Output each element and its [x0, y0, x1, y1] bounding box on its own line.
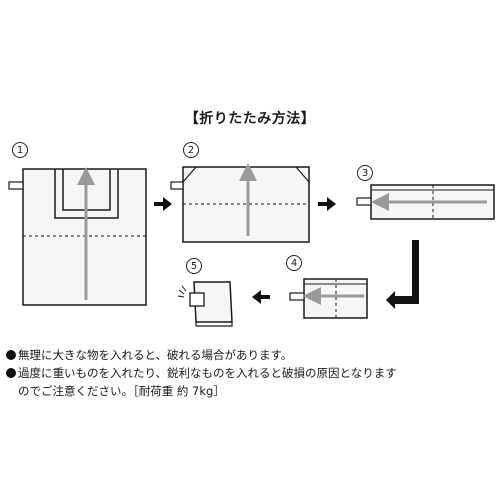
note-2-text: 過度に重いものを入れたり、鋭利なものを入れると破損の原因となります [18, 366, 397, 380]
note-2-continued: のでご注意ください。［耐荷重 約 7kg］ [18, 384, 225, 398]
bullet-icon [6, 350, 16, 360]
note-2: 過度に重いものを入れたり、鋭利なものを入れると破損の原因となります [6, 364, 496, 382]
step-3-strip [356, 184, 495, 220]
step-5-finished [177, 281, 233, 327]
step-number-4: 4 [286, 255, 302, 271]
step-arrow-4 [252, 290, 270, 304]
bullet-icon [6, 368, 16, 378]
folding-diagram [8, 163, 495, 327]
caution-notes: 無理に大きな物を入れると、破れる場合があります。 過度に重いものを入れたり、鋭利… [6, 346, 496, 400]
diagram-title: 【折りたたみ方法】 [184, 111, 316, 127]
step-arrow-1 [154, 197, 172, 211]
step-arrow-2 [318, 197, 336, 211]
step-number-2: 2 [183, 142, 199, 158]
note-1: 無理に大きな物を入れると、破れる場合があります。 [6, 346, 496, 364]
step-number-1: 1 [12, 142, 28, 158]
step-arrow-3 [386, 240, 419, 309]
step-number-5: 5 [186, 258, 202, 274]
step-number-3: 3 [357, 165, 373, 181]
step-1-open-bag [8, 167, 147, 306]
step-2-half-fold [170, 163, 310, 243]
note-1-text: 無理に大きな物を入れると、破れる場合があります。 [18, 348, 293, 362]
step-4-compact [289, 278, 368, 319]
